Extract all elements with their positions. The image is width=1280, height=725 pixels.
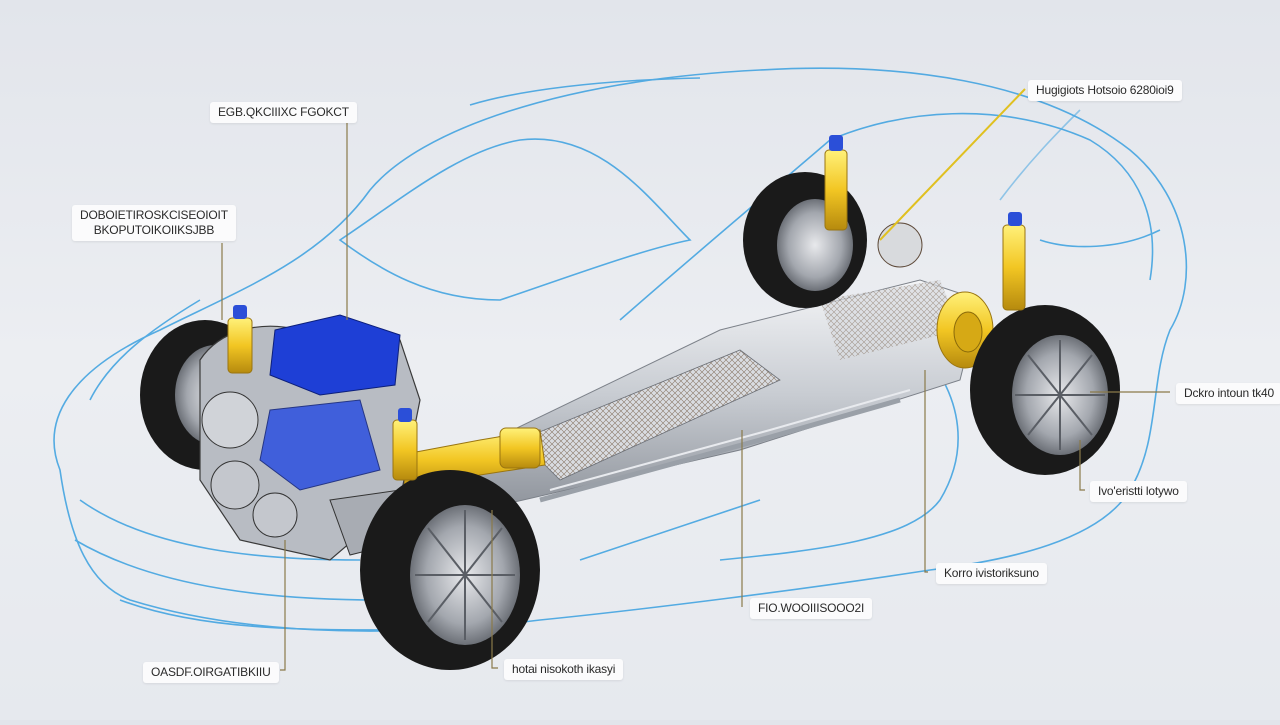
rear-differential: [877, 222, 994, 369]
rear-springs: [824, 135, 1026, 311]
front-springs: [227, 305, 418, 481]
rear-wheel-left: [743, 172, 867, 308]
chassis: [429, 279, 981, 511]
label-top-right: Hugigiots Hotsoio 6280ioi9: [1028, 80, 1182, 101]
label-bottom-right: Korro ivistoriksuno: [936, 563, 1047, 584]
label-left: DOBOIETIROSKCISEOIOIT BKOPUTOIKOIIKSJBB: [72, 205, 236, 241]
label-left-line2: BKOPUTOIKOIIKSJBB: [93, 223, 215, 237]
label-bottom-left: OASDF.OIRGATIBKIIU: [143, 662, 279, 683]
label-right: Dckro intoun tk40: [1176, 383, 1280, 404]
label-right-lower: Ivo'eristti lotywo: [1090, 481, 1187, 502]
front-wheel-right: [360, 470, 540, 670]
label-top-left: EGB.QKCIIIXC FGOKCT: [210, 102, 357, 123]
rear-wheel-right: [970, 305, 1120, 475]
label-bottom-center-right: FIO.WOOIIISOOO2I: [750, 598, 873, 619]
leader-lines: [221, 88, 1170, 671]
label-bottom-center: hotai nisokoth ikasyi: [504, 659, 624, 680]
label-left-line1: DOBOIETIROSKCISEOIOIT: [80, 208, 228, 222]
